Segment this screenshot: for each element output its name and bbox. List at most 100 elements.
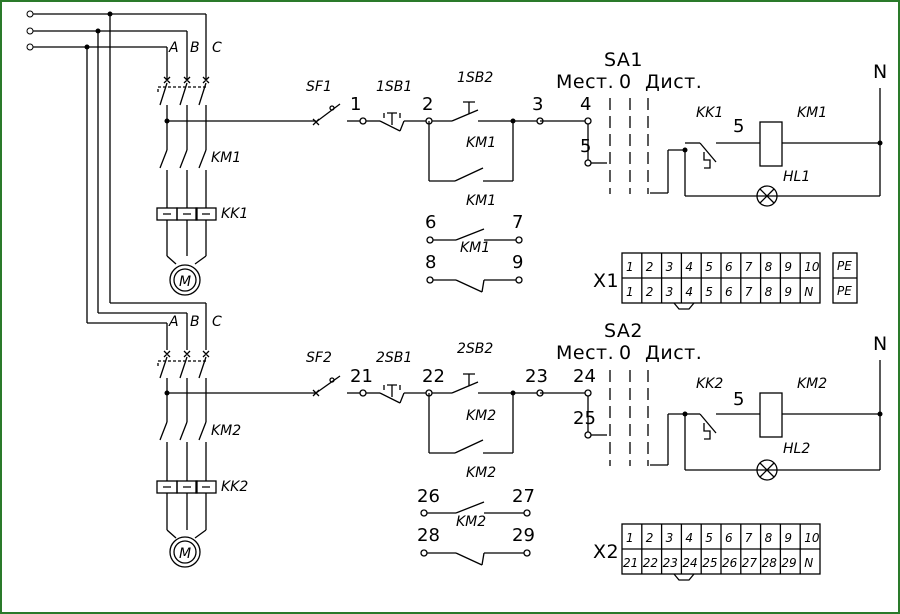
x2-bottom-3: 23 — [663, 556, 678, 570]
x1-top-1: 1 — [626, 260, 634, 274]
node-29: 29 — [512, 525, 535, 546]
phase-c-label: C — [212, 40, 222, 56]
hl2-label: HL2 — [783, 441, 810, 457]
x2-bottom-8: 28 — [762, 556, 778, 570]
selector-circuit-2: SA2 Мест. 0 Дист. 24 25 — [540, 320, 888, 481]
x1-bottom-1: 1 — [626, 285, 634, 299]
x1-bottom-7: 7 — [745, 285, 753, 299]
x1-label: X1 — [593, 270, 619, 292]
node-7: 7 — [512, 212, 523, 233]
x1-top-2: 2 — [646, 260, 654, 274]
1sb1-label: 1SB1 — [376, 79, 412, 95]
x2-top-2: 2 — [646, 531, 654, 545]
km2-coil-label: KM2 — [797, 376, 827, 392]
x1-bottom-4: 4 — [685, 285, 693, 299]
x2-top-5: 5 — [705, 531, 713, 545]
x2-bottom-10: N — [804, 556, 813, 570]
kk2-contact-label: KK2 — [696, 376, 723, 392]
sa1-zero-label: 0 — [619, 71, 632, 93]
x1-top-4: 4 — [685, 260, 693, 274]
control-circuit-1: SF1 1SB1 1SB2 1 2 3 — [306, 70, 544, 293]
phase-a-label: A — [168, 40, 179, 56]
node-26: 26 — [417, 486, 440, 507]
sa2-label: SA2 — [604, 320, 643, 342]
phase-a2-label: A — [168, 314, 179, 330]
x1-bottom-2: 2 — [646, 285, 654, 299]
x2-top-6: 6 — [725, 531, 733, 545]
km1-hold-label: KM1 — [466, 135, 496, 151]
sf2-label: SF2 — [306, 350, 332, 366]
sf1-label: SF1 — [306, 79, 332, 95]
node-24: 24 — [573, 366, 596, 387]
2sb1-label: 2SB1 — [376, 350, 412, 366]
x1-bottom-5: 5 — [705, 285, 713, 299]
x2-bottom-9: 29 — [781, 556, 796, 570]
selector-circuit-1: SA1 Мест. 0 Дист. 4 5 — [540, 49, 888, 207]
node-22: 22 — [422, 366, 445, 387]
x1-top-9: 9 — [784, 260, 792, 274]
kk1-contact-label: KK1 — [696, 105, 723, 121]
x1-bottom-8: 8 — [765, 285, 773, 299]
x1-bottom-9: 9 — [784, 285, 792, 299]
x2-top-9: 9 — [784, 531, 792, 545]
node-1: 1 — [350, 94, 361, 115]
x2-top-3: 3 — [666, 531, 674, 545]
x1-bottom-6: 6 — [725, 285, 733, 299]
x2-bottom-7: 27 — [742, 556, 758, 570]
x2-bottom-5: 25 — [702, 556, 717, 570]
phase-b-label: B — [190, 40, 200, 56]
node-28: 28 — [417, 525, 440, 546]
x2-bottom-4: 24 — [682, 556, 697, 570]
x1-top-3: 3 — [666, 260, 674, 274]
x2-label: X2 — [593, 541, 619, 563]
sa1-local-label: Мест. — [556, 71, 614, 93]
kk2-label: KK2 — [221, 479, 248, 495]
power-circuit-2: A B C — [156, 314, 316, 568]
x2-top-1: 1 — [626, 531, 634, 545]
motor-2-label: M — [179, 546, 191, 562]
x1-pe-top: PE — [837, 259, 852, 273]
node-5b: 5 — [733, 116, 744, 137]
node-5: 5 — [580, 136, 591, 157]
node-25: 25 — [573, 408, 596, 429]
neutral-2-label: N — [873, 333, 888, 355]
node-2: 2 — [422, 94, 433, 115]
hl1-label: HL1 — [783, 169, 810, 185]
sa2-local-label: Мест. — [556, 342, 614, 364]
node-23: 23 — [525, 366, 548, 387]
km1-coil-label: KM1 — [797, 105, 827, 121]
km1-power-label: KM1 — [211, 150, 241, 166]
km2-power-label: KM2 — [211, 423, 241, 439]
km1-aux2-label: KM1 — [460, 240, 490, 256]
node-3: 3 — [532, 94, 543, 115]
phase-c2-label: C — [212, 314, 222, 330]
node-21: 21 — [350, 366, 373, 387]
node-27: 27 — [512, 486, 535, 507]
kk1-label: KK1 — [221, 206, 248, 222]
node-5c: 5 — [733, 389, 744, 410]
km2-aux2-label: KM2 — [456, 514, 486, 530]
x2-bottom-6: 26 — [722, 556, 738, 570]
x1-top-5: 5 — [705, 260, 713, 274]
sa1-label: SA1 — [604, 49, 643, 71]
2sb2-label: 2SB2 — [457, 341, 493, 357]
x2-top-10: 10 — [804, 531, 820, 545]
x2-bottom-2: 22 — [643, 556, 658, 570]
x1-top-7: 7 — [745, 260, 753, 274]
sa2-remote-label: Дист. — [645, 342, 702, 364]
neutral-1-label: N — [873, 61, 888, 83]
x2-top-7: 7 — [745, 531, 753, 545]
control-circuit-2: SF2 2SB1 2SB2 21 22 23 — [306, 341, 548, 566]
km2-aux-label: KM2 — [466, 465, 496, 481]
sa1-remote-label: Дист. — [645, 71, 702, 93]
x2-top-4: 4 — [685, 531, 693, 545]
x2-bottom-1: 21 — [623, 556, 638, 570]
1sb2-label: 1SB2 — [457, 70, 493, 86]
node-8: 8 — [425, 252, 436, 273]
km2-hold-label: KM2 — [466, 408, 496, 424]
x1-pe-bottom: PE — [837, 284, 852, 298]
